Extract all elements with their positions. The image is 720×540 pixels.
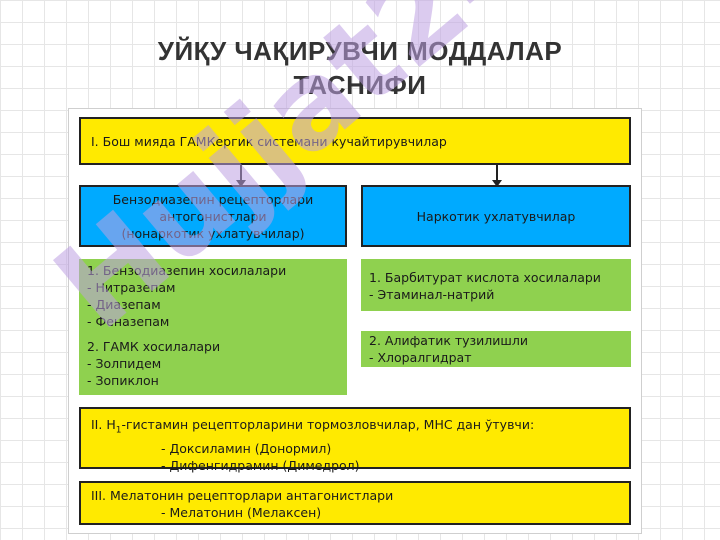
section-3-box: III. Мелатонин рецепторлари антагонистла… xyxy=(79,481,631,525)
title-line-1: УЙҚУ ЧАҚИРУВЧИ МОДДАЛАР xyxy=(157,36,563,66)
aliphatic-box: 2. Алифатик тузилишли - Хлоралгидрат xyxy=(361,331,631,367)
narcotic-hypnotics-box: Наркотик ухлатувчилар xyxy=(361,185,631,247)
section-2-prefix: II. Н xyxy=(91,417,116,432)
benzo-line-3: (нонаркотик ухлатувчилар) xyxy=(121,225,305,241)
group-1-title: 1. Бензодиазепин хосилалари xyxy=(87,263,287,278)
group-2-title: 2. ГАМК хосилалари xyxy=(87,339,221,354)
barbiturate-title: 1. Барбитурат кислота хосилалари xyxy=(369,270,601,285)
benzo-line-2: антогонистлари xyxy=(159,208,267,224)
page-title: УЙҚУ ЧАҚИРУВЧИ МОДДАЛАР ТАСНИФИ xyxy=(0,34,720,102)
barbiturate-box: 1. Барбитурат кислота хосилалари - Этами… xyxy=(361,259,631,311)
section-3-header: III. Мелатонин рецепторлари антагонистла… xyxy=(91,488,394,503)
group-2-item: - Золпидем xyxy=(87,356,162,371)
section-2-item: - Доксиламин (Донормил) xyxy=(161,440,332,456)
left-green-box: 1. Бензодиазепин хосилалари - Нитразепам… xyxy=(79,259,347,395)
narcotic-label: Наркотик ухлатувчилар xyxy=(416,208,576,224)
section-1-header: I. Бош мияда ГАМКергик системани кучайти… xyxy=(91,134,447,149)
benzo-antagonists-box: Бензодиазепин рецепторлари антогонистлар… xyxy=(79,185,347,247)
section-2-subscript: 1 xyxy=(115,425,122,436)
barbiturate-item: - Этаминал-натрий xyxy=(369,287,495,302)
arrow-to-benzo xyxy=(236,165,246,187)
group-1-item: - Феназепам xyxy=(87,314,170,329)
classification-diagram: I. Бош мияда ГАМКергик системани кучайти… xyxy=(68,108,642,534)
aliphatic-title: 2. Алифатик тузилишли xyxy=(369,333,528,348)
section-3-item: - Мелатонин (Мелаксен) xyxy=(161,505,322,520)
section-2-header-rest: -гистамин рецепторларини тормозловчилар,… xyxy=(121,417,535,432)
benzo-line-1: Бензодиазепин рецепторлари xyxy=(112,191,314,207)
section-2-item: - Дифенгидрамин (Димедрол) xyxy=(161,457,360,473)
title-line-2: ТАСНИФИ xyxy=(293,70,427,100)
arrow-to-narcotic xyxy=(492,165,502,187)
section-2-header: II. Н1-гистамин рецепторларини тормозлов… xyxy=(91,416,619,440)
section-2-box: II. Н1-гистамин рецепторларини тормозлов… xyxy=(79,407,631,473)
group-2-item: - Зопиклон xyxy=(87,373,159,388)
group-1-item: - Диазепам xyxy=(87,297,161,312)
aliphatic-item: - Хлоралгидрат xyxy=(369,350,472,365)
group-1-item: - Нитразепам xyxy=(87,280,176,295)
section-1-box: I. Бош мияда ГАМКергик системани кучайти… xyxy=(79,117,631,165)
